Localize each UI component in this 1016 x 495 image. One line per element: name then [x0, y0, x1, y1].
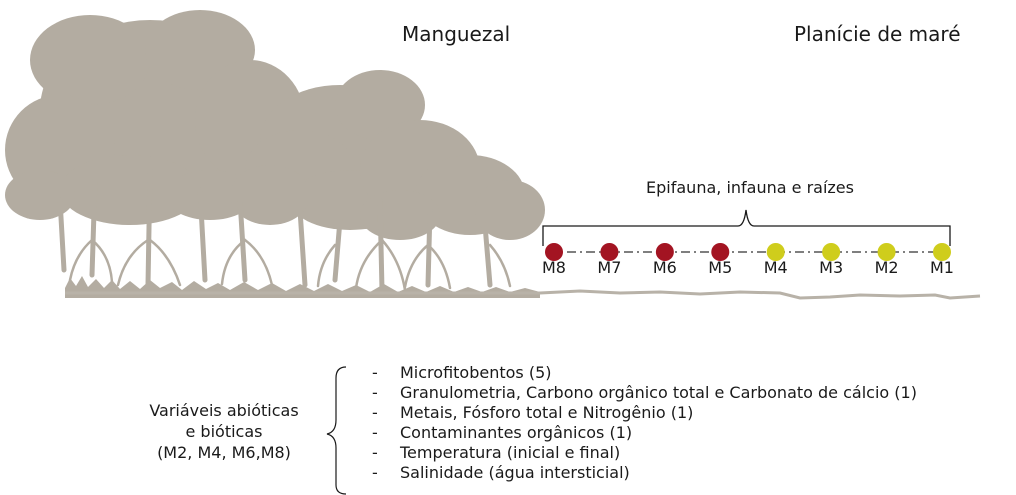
station-marker-m1	[933, 243, 951, 261]
transect-bracket	[542, 209, 951, 246]
variable-item-text: Metais, Fósforo total e Nitrogênio (1)	[400, 403, 694, 422]
zone-label-mangrove: Manguezal	[402, 22, 511, 46]
ground-line	[65, 289, 981, 300]
variable-item-text: Granulometria, Carbono orgânico total e …	[400, 383, 917, 402]
variable-item-text: Salinidade (água intersticial)	[400, 463, 630, 482]
zone-label-tidal-flat: Planície de maré	[794, 22, 961, 46]
station-marker-m8	[545, 243, 563, 261]
station-label-m1: M1	[930, 258, 954, 277]
variables-heading-line: (M2, M4, M6,M8)	[157, 443, 291, 462]
station-label-m3: M3	[819, 258, 844, 277]
station-label-m6: M6	[652, 258, 677, 277]
variable-item-text: Temperatura (inicial e final)	[400, 443, 621, 462]
variable-item: -Metais, Fósforo total e Nitrogênio (1)	[372, 403, 694, 422]
mangrove-trees-illustration	[5, 10, 545, 298]
variables-heading: Variáveis abióticas e bióticas (M2, M4, …	[120, 400, 328, 463]
variables-list: -Microfitobentos (5) -Granulometria, Car…	[372, 363, 917, 483]
station-label-m5: M5	[708, 258, 733, 277]
station-marker-m2	[877, 243, 896, 261]
variables-brace	[326, 366, 347, 495]
station-label-m7: M7	[597, 258, 622, 277]
variables-heading-line: e bióticas	[185, 422, 263, 441]
variable-item: -Salinidade (água intersticial)	[372, 463, 630, 482]
station-label-m2: M2	[874, 258, 899, 277]
variable-item: -Temperatura (inicial e final)	[372, 443, 621, 462]
station-marker-m3	[822, 243, 841, 261]
transect-bracket-label: Epifauna, infauna e raízes	[646, 178, 854, 197]
station-marker-m4	[766, 243, 785, 261]
station-marker-m5	[711, 243, 730, 261]
station-marker-m6	[655, 243, 674, 261]
variable-item: -Granulometria, Carbono orgânico total e…	[372, 383, 917, 402]
station-label-m8: M8	[542, 258, 566, 277]
variable-item-text: Contaminantes orgânicos (1)	[400, 423, 633, 442]
variable-item-text: Microfitobentos (5)	[400, 363, 552, 382]
variable-item: -Microfitobentos (5)	[372, 363, 552, 382]
variables-heading-line: Variáveis abióticas	[149, 401, 299, 420]
variable-item: -Contaminantes orgânicos (1)	[372, 423, 633, 442]
sampling-stations	[545, 243, 951, 261]
station-marker-m7	[600, 243, 619, 261]
station-label-m4: M4	[763, 258, 788, 277]
